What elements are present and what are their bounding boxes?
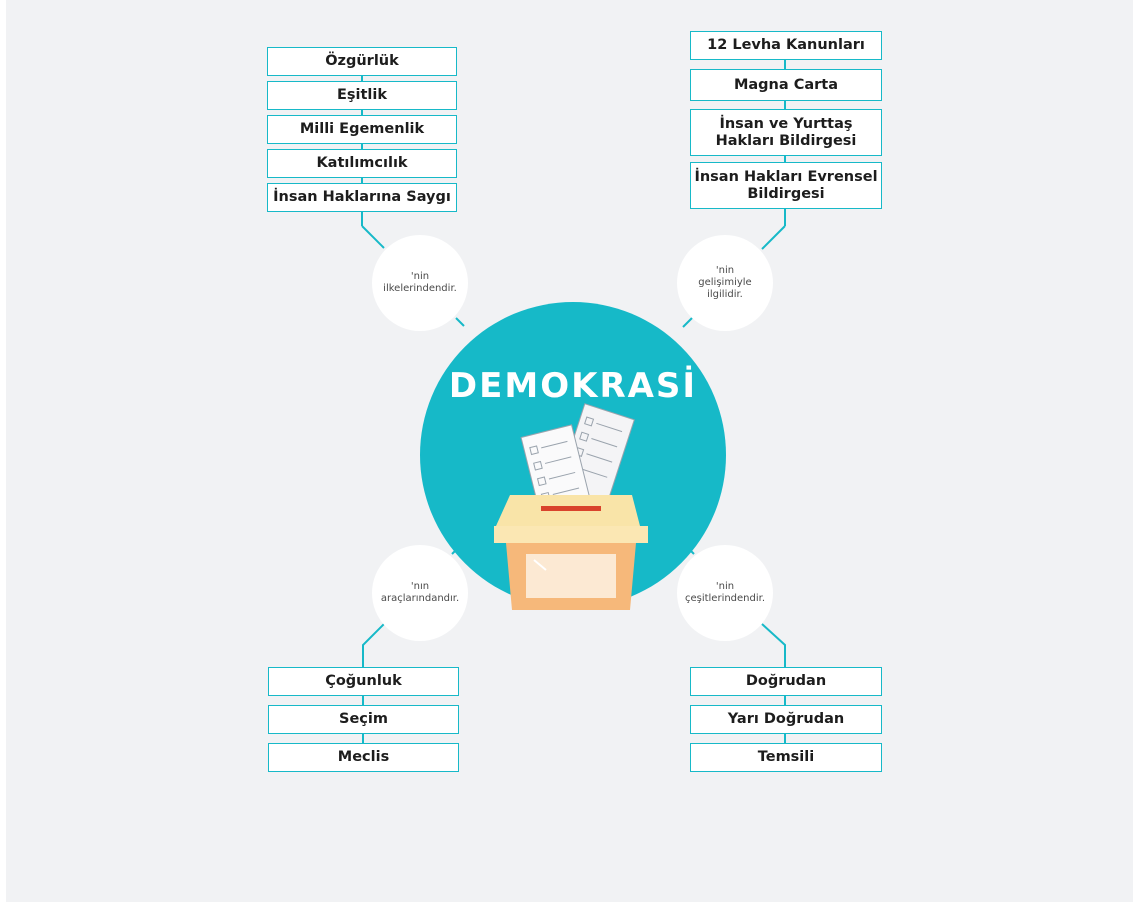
principles-connector-text: 'nin ilkelerindendir. (383, 271, 457, 294)
type-label: Temsili (757, 749, 815, 765)
tool-box: Çoğunluk (268, 667, 459, 696)
tool-label: Seçim (339, 711, 388, 727)
principle-box: Katılımcılık (267, 149, 457, 178)
type-box: Temsili (690, 743, 882, 772)
type-label: Yarı Doğrudan (727, 711, 845, 727)
tool-box: Seçim (268, 705, 459, 734)
tool-label: Meclis (337, 749, 390, 765)
development-label: Magna Carta (733, 76, 839, 93)
principle-label: Katılımcılık (316, 155, 408, 171)
development-box: İnsan Hakları Evrensel Bildirgesi (690, 162, 882, 209)
development-box: Magna Carta (690, 69, 882, 101)
development-label: İnsan ve Yurttaş Hakları Bildirgesi (715, 115, 857, 149)
principle-box: Eşitlik (267, 81, 457, 110)
types-connector-bubble: 'nin çeşitlerindendir. (677, 545, 773, 641)
diagram-title: DEMOKRASİ (448, 366, 698, 406)
principle-box: İnsan Haklarına Saygı (267, 183, 457, 212)
principles-connector-bubble: 'nin ilkelerindendir. (372, 235, 468, 331)
principle-box: Milli Egemenlik (267, 115, 457, 144)
development-label: 12 Levha Kanunları (707, 37, 865, 53)
type-box: Yarı Doğrudan (690, 705, 882, 734)
development-box: İnsan ve Yurttaş Hakları Bildirgesi (690, 109, 882, 156)
principle-label: Milli Egemenlik (299, 121, 425, 137)
diagram-canvas: Özgürlük Eşitlik Milli Egemenlik Katılım… (6, 0, 1133, 902)
tools-connector-text: 'nın araçlarındandır. (380, 581, 460, 604)
principle-label: Özgürlük (325, 53, 399, 69)
ballot-box-icon (494, 403, 648, 610)
tool-box: Meclis (268, 743, 459, 772)
principle-box: Özgürlük (267, 47, 457, 76)
development-label: İnsan Hakları Evrensel Bildirgesi (694, 168, 878, 202)
principle-label: İnsan Haklarına Saygı (273, 189, 451, 205)
tool-label: Çoğunluk (325, 673, 402, 689)
tools-connector-bubble: 'nın araçlarındandır. (372, 545, 468, 641)
development-connector-bubble: 'nin gelişimiyle ilgilidir. (677, 235, 773, 331)
development-box: 12 Levha Kanunları (690, 31, 882, 60)
type-box: Doğrudan (690, 667, 882, 696)
type-label: Doğrudan (745, 673, 827, 689)
types-connector-text: 'nin çeşitlerindendir. (684, 581, 766, 604)
development-connector-text: 'nin gelişimiyle ilgilidir. (698, 265, 752, 300)
principle-label: Eşitlik (336, 87, 388, 103)
